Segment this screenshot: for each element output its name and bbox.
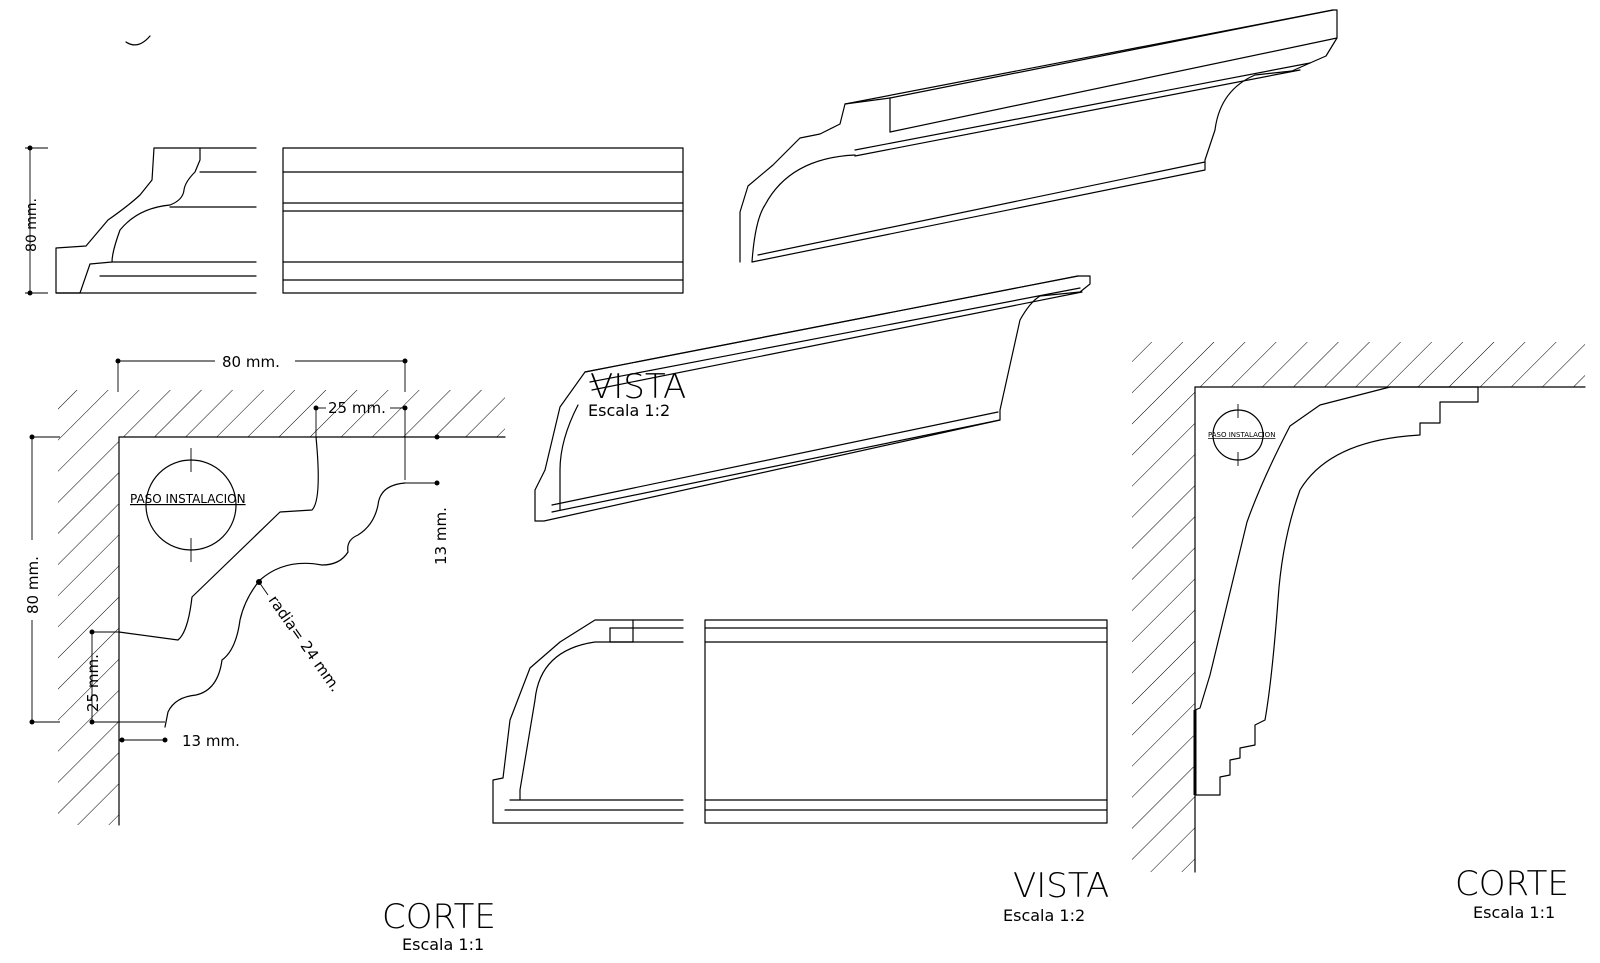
corte-left: 80 mm. 80 mm. 25 mm. 13 mm. 25 mm. bbox=[24, 353, 506, 954]
corte-right-title: CORTE bbox=[1455, 864, 1569, 904]
vista-mid-title: VISTA bbox=[590, 367, 686, 407]
dim-step-13-right: 13 mm. bbox=[432, 507, 450, 565]
dim-top-height: 80 mm. bbox=[24, 198, 40, 252]
stray-arc bbox=[125, 35, 151, 46]
dim-left-width: 80 mm. bbox=[222, 353, 280, 371]
vista-mid-scale: Escala 1:2 bbox=[588, 401, 670, 420]
dim-radius: radia= 24 mm. bbox=[265, 592, 345, 695]
corte-right: PASO INSTALACION CORTE Escala 1:1 bbox=[1132, 342, 1586, 922]
paso-instalacion-right: PASO INSTALACION bbox=[1208, 431, 1275, 439]
dim-step-25-top: 25 mm. bbox=[328, 399, 386, 417]
corte-left-title: CORTE bbox=[382, 897, 496, 937]
perspective-top bbox=[739, 9, 1338, 263]
corte-right-scale: Escala 1:1 bbox=[1473, 903, 1555, 922]
corte-left-scale: Escala 1:1 bbox=[402, 935, 484, 954]
dim-left-height: 80 mm. bbox=[24, 556, 42, 614]
vista-bottom-title: VISTA bbox=[1013, 866, 1109, 906]
dim-step-13-bottom: 13 mm. bbox=[182, 732, 240, 750]
dim-step-25-left: 25 mm. bbox=[84, 654, 102, 712]
perspective-mid: VISTA Escala 1:2 bbox=[534, 275, 1091, 522]
vista-bottom-scale: Escala 1:2 bbox=[1003, 906, 1085, 925]
paso-instalacion-left: PASO INSTALACION bbox=[130, 492, 246, 506]
bottom-view: VISTA Escala 1:2 bbox=[492, 619, 1109, 925]
top-left-section: 80 mm. bbox=[24, 145, 684, 296]
